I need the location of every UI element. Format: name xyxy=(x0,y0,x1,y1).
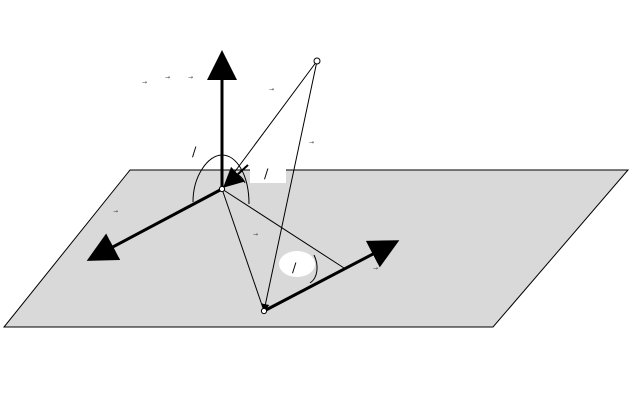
origin-point xyxy=(218,185,226,193)
vector-mark: → xyxy=(253,231,258,238)
angle-label: / xyxy=(192,145,197,160)
origin-to-reflection-line xyxy=(221,188,265,312)
angle-label-box-upper xyxy=(250,161,286,183)
reflection-point xyxy=(260,307,268,315)
tangent-vector-arrow xyxy=(263,240,400,313)
angle-label-box-lower xyxy=(279,251,315,277)
angle-label: / xyxy=(292,261,297,276)
angle-label: / xyxy=(264,167,269,182)
incident-direction-arrow xyxy=(223,164,249,188)
source-to-reflection-line xyxy=(261,60,318,312)
light-source-point xyxy=(313,57,321,65)
vector-mark: → xyxy=(113,208,118,215)
vector-mark: → xyxy=(269,86,274,93)
vector-mark: → xyxy=(142,79,147,86)
origin-to-tangent-line xyxy=(221,188,345,269)
vector-mark: → xyxy=(309,139,314,146)
vector-mark: → xyxy=(188,74,193,81)
vector-mark: → xyxy=(373,265,378,272)
tangent-angle-arc xyxy=(309,254,318,284)
ground-plane xyxy=(2,169,630,328)
plane-vector-arrow-left xyxy=(86,187,223,261)
vector-mark: → xyxy=(165,74,170,81)
